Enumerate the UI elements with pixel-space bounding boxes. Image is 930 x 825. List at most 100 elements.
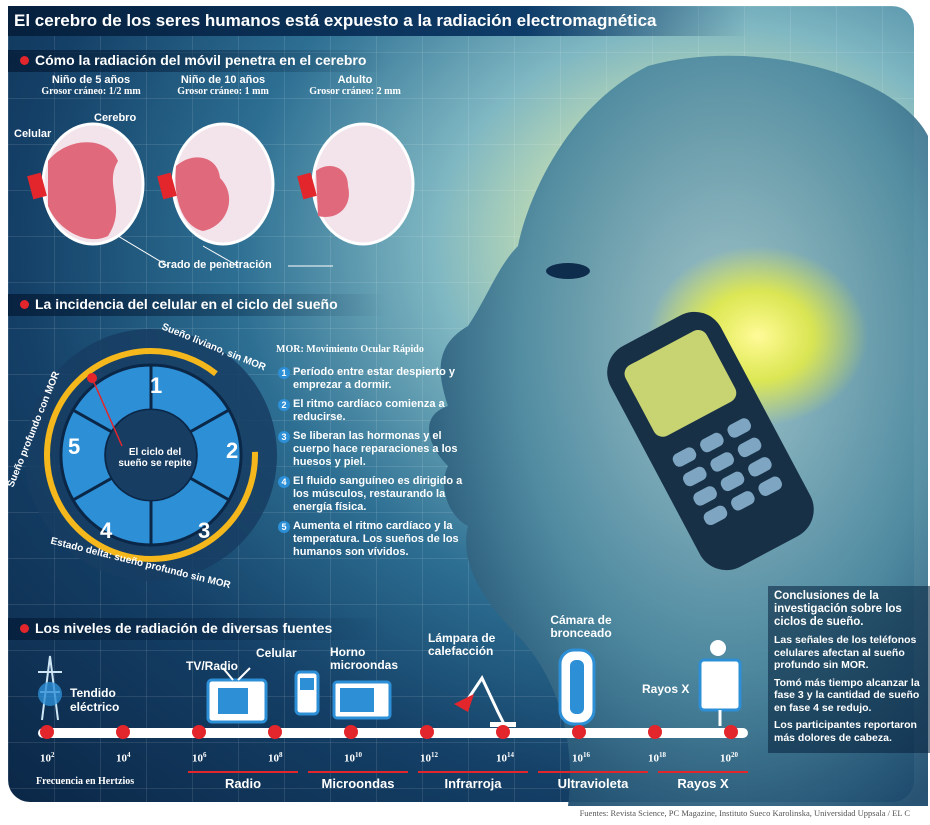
infographic-panel: El cerebro de los seres humanos está exp… [6, 6, 930, 807]
sleep-cycle-diagram [25, 329, 277, 581]
head-3-sub: Grosor cráneo: 2 mm [309, 86, 401, 97]
section3-bar [8, 618, 388, 640]
radiation-source-icons [38, 640, 742, 727]
band-line-ultravioleta [538, 771, 648, 773]
source-label-microwave: Horno microondas [330, 645, 399, 672]
phase-2-number: 2 [226, 438, 239, 463]
timeline-dot [648, 725, 662, 739]
step-text: Se liberan las hormonas y el cuerpo hace… [293, 430, 458, 468]
sources-credit: Fuentes: Revista Science, PC Magazine, I… [579, 808, 910, 818]
head-2-sub: Grosor cráneo: 1 mm [177, 86, 269, 97]
source-label-tanning: Cámara de bronceado [550, 613, 612, 640]
step-text: Período entre estar despierto y emprezar… [293, 366, 455, 391]
freq-exponent: 12 [431, 751, 438, 759]
timeline-dot [420, 725, 434, 739]
step-number: 1 [278, 367, 290, 379]
source-label-power-line: Tendido eléctrico [70, 686, 120, 714]
source-label-lamp: Lámpara de calefacción [428, 631, 496, 658]
band-label-infrarroja: Infrarroja [444, 776, 502, 791]
bullet-icon [20, 299, 29, 309]
head-1-title: Niño de 5 años [51, 74, 131, 86]
timeline-dot [724, 725, 738, 739]
freq-exponent: 10 [355, 751, 362, 759]
timeline-dot [40, 725, 54, 739]
timeline-dot [192, 725, 206, 739]
label-penetracion: Grado de penetración [158, 259, 272, 271]
step-number: 4 [278, 476, 290, 488]
heads-diagram [27, 122, 415, 267]
freq-tick: 104 [116, 751, 131, 765]
mobile-phone-icon [294, 670, 320, 716]
label-celular: Celular [14, 128, 52, 140]
freq-exponent: 8 [279, 751, 283, 759]
freq-caption: Frecuencia en Hertzios [36, 776, 135, 787]
source-label-tv-radio: TV/Radio [186, 659, 239, 673]
conclusion-item: Tomó más tiempo alcanzar la fase 3 y la … [774, 676, 920, 714]
step-text: El fluido sanguíneo es dirigido a los mú… [293, 475, 463, 513]
conclusion-item: Las señales de los teléfonos celulares a… [774, 634, 917, 671]
freq-exponent: 20 [731, 751, 738, 759]
freq-tick: 1010 [344, 751, 362, 765]
band-label-rayosx: Rayos X [677, 776, 729, 791]
freq-tick: 1014 [496, 751, 514, 765]
head-2 [157, 122, 275, 246]
freq-tick: 1018 [648, 751, 666, 765]
tanning-bed-icon [558, 648, 596, 726]
section1-heading: Cómo la radiación del móvil penetra en e… [20, 52, 366, 68]
tv-icon [206, 667, 268, 724]
timeline-dot [572, 725, 586, 739]
conclusion-item: Los participantes reportaron más dolores… [774, 719, 917, 744]
section2-heading: La incidencia del celular en el ciclo de… [20, 296, 338, 312]
freq-tick: 106 [192, 751, 207, 765]
band-line-infrarroja [418, 771, 528, 773]
step-text: El ritmo cardíaco comienza a reducirse. [293, 398, 445, 423]
step-text: Aumenta el ritmo cardíaco y la temperatu… [293, 520, 459, 558]
section3-heading-text: Los niveles de radiación de diversas fue… [35, 620, 333, 636]
timeline-dot [344, 725, 358, 739]
power-line-icon [38, 655, 62, 721]
timeline-dot [268, 725, 282, 739]
phase-3-number: 3 [198, 518, 211, 543]
cycle-center-text: El ciclo del sueño se repite [118, 447, 192, 469]
microwave-icon [332, 680, 392, 720]
bullet-icon [20, 55, 29, 65]
band-label-ultravioleta: Ultravioleta [557, 776, 629, 791]
section1-bar [8, 50, 388, 72]
head-3 [297, 122, 415, 246]
source-label-xray: Rayos X [642, 682, 690, 696]
freq-exponent: 14 [507, 751, 514, 759]
phase-1-number: 1 [150, 373, 163, 398]
head-3-title: Adulto [337, 74, 373, 86]
section2-heading-text: La incidencia del celular en el ciclo de… [35, 296, 338, 312]
band-line-microondas [308, 771, 408, 773]
freq-tick: 1016 [572, 751, 590, 765]
head-1 [27, 122, 145, 246]
frequency-timeline [38, 725, 748, 739]
step-number: 5 [278, 521, 290, 533]
section2-bar [8, 294, 388, 316]
step-number: 3 [278, 431, 290, 443]
section3-heading: Los niveles de radiación de diversas fue… [20, 620, 332, 636]
mor-note: MOR: Movimiento Ocular Rápido [276, 344, 424, 355]
freq-exponent: 2 [51, 751, 55, 759]
head-1-sub: Grosor cráneo: 1/2 mm [41, 86, 141, 97]
freq-exponent: 4 [127, 751, 131, 759]
freq-tick: 108 [268, 751, 283, 765]
band-line-rayosx [658, 771, 748, 773]
freq-exponent: 6 [203, 751, 207, 759]
freq-tick: 102 [40, 751, 55, 765]
freq-exponent: 18 [659, 751, 666, 759]
band-line-radio [188, 771, 298, 773]
title-bar: El cerebro de los seres humanos está exp… [8, 6, 748, 36]
phase-5b-segment [70, 363, 153, 435]
lamp-icon [454, 674, 516, 727]
head-2-title: Niño de 10 años [180, 74, 266, 86]
